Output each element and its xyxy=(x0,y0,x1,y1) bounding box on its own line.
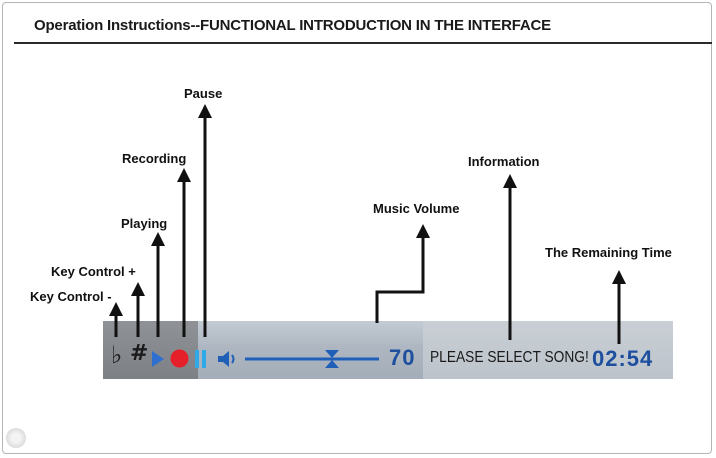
player-control-bar: ♭ # 70 PLEASE SELECT SONG! 02:54 xyxy=(103,321,673,379)
arrow-music-volume xyxy=(375,236,425,323)
label-pause: Pause xyxy=(184,86,223,101)
title-divider xyxy=(14,42,712,44)
pause-icon[interactable] xyxy=(194,349,207,369)
arrow-pause-head xyxy=(198,104,212,118)
label-key-control-plus: Key Control + xyxy=(51,264,136,279)
play-icon[interactable] xyxy=(151,350,165,368)
label-remaining-time: The Remaining Time xyxy=(545,245,672,260)
song-info-text: PLEASE SELECT SONG! xyxy=(430,349,589,366)
corner-circle-icon xyxy=(6,428,26,448)
record-icon[interactable] xyxy=(170,349,189,368)
key-control-plus-button[interactable]: # xyxy=(130,341,149,366)
arrow-key-plus-head xyxy=(131,282,145,296)
speaker-icon[interactable] xyxy=(217,350,239,368)
arrow-playing-head xyxy=(151,232,165,246)
bar-info-section xyxy=(423,321,673,379)
volume-slider[interactable] xyxy=(243,348,383,370)
label-key-control-minus: Key Control - xyxy=(30,289,112,304)
remaining-time-value: 02:54 xyxy=(592,346,654,371)
arrow-remaining-time-head xyxy=(612,270,626,284)
arrow-information-head xyxy=(503,174,517,188)
label-music-volume: Music Volume xyxy=(373,201,460,216)
label-information: Information xyxy=(468,154,540,169)
slider-handle-icon[interactable] xyxy=(325,350,339,368)
arrow-music-volume-head xyxy=(416,224,430,238)
key-control-minus-button[interactable]: ♭ xyxy=(111,341,123,369)
label-recording: Recording xyxy=(122,151,187,166)
label-playing: Playing xyxy=(121,216,168,231)
arrow-recording-head xyxy=(177,168,191,182)
arrow-key-minus-head xyxy=(109,302,123,316)
page-title: Operation Instructions--FUNCTIONAL INTRO… xyxy=(34,17,551,34)
volume-value: 70 xyxy=(389,345,416,370)
